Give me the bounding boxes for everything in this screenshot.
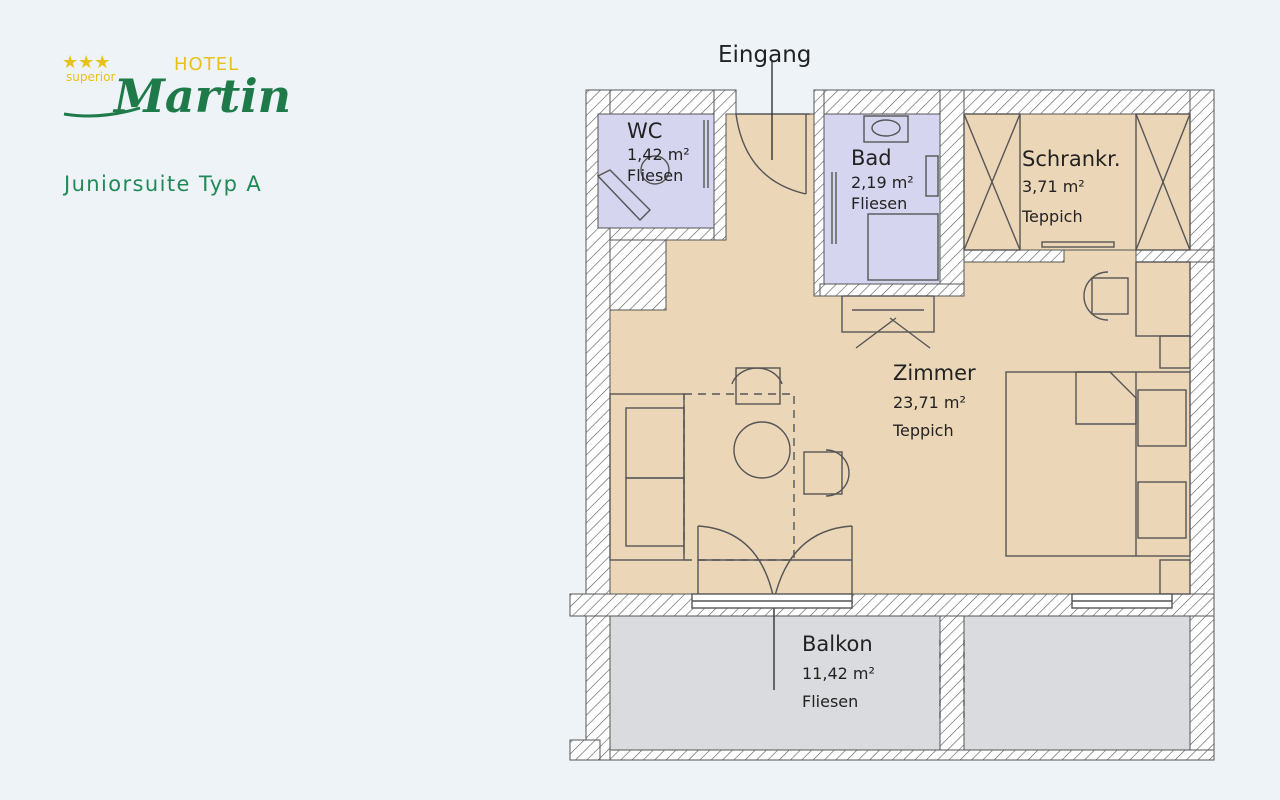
zimmer-area: 23,71 m² (893, 393, 966, 412)
logo-superior: superior (66, 70, 115, 84)
wc-floor: Fliesen (627, 166, 683, 185)
schrank-name: Schrankr. (1022, 147, 1121, 171)
entrance-label: Eingang (718, 42, 811, 68)
balkon-area: 11,42 m² (802, 664, 875, 683)
logo-stars: ★★★ (62, 52, 110, 73)
bad-area: 2,19 m² (851, 173, 914, 192)
wc-area: 1,42 m² (627, 145, 690, 164)
zimmer-name: Zimmer (893, 361, 976, 385)
bad-name: Bad (851, 146, 892, 170)
bad-floor: Fliesen (851, 194, 907, 213)
page-subtitle: Juniorsuite Typ A (64, 172, 263, 196)
schrank-floor: Teppich (1021, 207, 1083, 226)
fixtures (596, 60, 1191, 720)
schrank-area: 3,71 m² (1022, 177, 1085, 196)
logo-name: Martin (112, 69, 291, 123)
balkon-name: Balkon (802, 632, 873, 656)
wc-name: WC (627, 119, 662, 143)
zimmer-floor: Teppich (892, 421, 954, 440)
logo-swash (63, 106, 141, 118)
hotel-logo: ★★★ superior HOTEL Martin (62, 52, 291, 123)
logo-hotel: HOTEL (174, 54, 239, 75)
balkon-floor: Fliesen (802, 692, 858, 711)
room-fills (597, 113, 1191, 751)
